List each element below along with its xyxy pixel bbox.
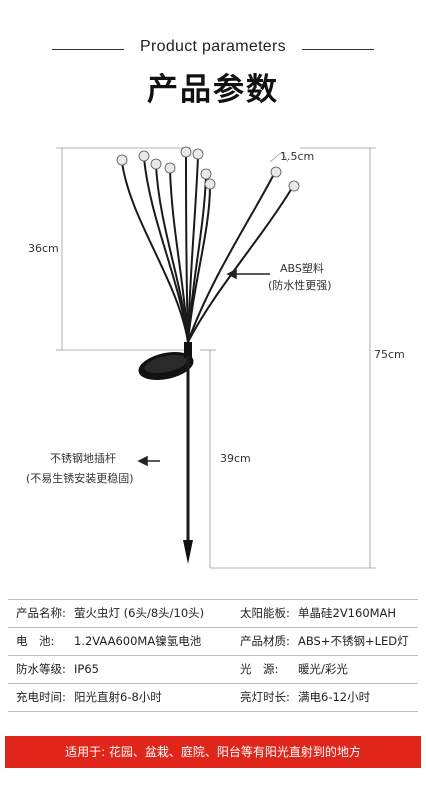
spec-value: 单晶硅2V160MAH bbox=[298, 606, 397, 620]
spec-key: 充电时间: bbox=[16, 690, 66, 704]
title-rule-right bbox=[302, 49, 374, 50]
spec-row: 防水等级: IP65 光 源: 暖光/彩光 bbox=[8, 656, 418, 684]
spec-key: 防水等级: bbox=[16, 662, 66, 676]
solar-panel bbox=[138, 352, 194, 380]
spec-value: IP65 bbox=[74, 662, 99, 676]
bulb-size-label: 1.5cm bbox=[280, 150, 315, 163]
spec-key: 电 池: bbox=[16, 634, 55, 648]
spec-row: 电 池: 1.2VAA600MA镍氢电池 产品材质: ABS+不锈钢+LED灯 bbox=[8, 628, 418, 656]
spec-key: 产品名称: bbox=[16, 606, 66, 620]
header: Product parameters 产品参数 bbox=[0, 0, 426, 110]
chinese-title: 产品参数 bbox=[147, 72, 279, 108]
stake-height-label: 39cm bbox=[220, 452, 251, 465]
spec-key: 太阳能板: bbox=[240, 606, 290, 620]
english-title: Product parameters bbox=[140, 38, 286, 55]
spec-row: 产品名称: 萤火虫灯 (6头/8头/10头) 太阳能板: 单晶硅2V160MAH bbox=[8, 599, 418, 628]
top-height-label: 36cm bbox=[28, 242, 59, 255]
spec-key: 产品材质: bbox=[240, 634, 290, 648]
spec-value: 满电6-12小时 bbox=[298, 690, 371, 704]
firefly-light-illustration bbox=[56, 146, 376, 569]
spec-table: 产品名称: 萤火虫灯 (6头/8头/10头) 太阳能板: 单晶硅2V160MAH 电… bbox=[8, 599, 418, 712]
stake-label: 不锈钢地插杆 bbox=[50, 452, 116, 465]
material-label: ABS塑料 bbox=[280, 262, 324, 275]
stake-note: (不易生锈安装更稳固) bbox=[26, 472, 134, 485]
spec-key: 亮灯时长: bbox=[240, 690, 290, 704]
product-diagram: 1.5cm 36cm 75cm 39cm ABS塑料 (防水性更强) 不锈钢地插… bbox=[0, 110, 426, 580]
ground-stake bbox=[183, 342, 193, 564]
led-bulbs bbox=[116, 146, 300, 192]
usage-banner: 适用于: 花园、盆栽、庭院、阳台等有阳光直射到的地方 bbox=[5, 736, 421, 768]
title-rule-left bbox=[52, 49, 124, 50]
firefly-stems bbox=[121, 153, 293, 343]
spec-value: ABS+不锈钢+LED灯 bbox=[298, 634, 409, 648]
total-height-label: 75cm bbox=[374, 348, 405, 361]
dimension-lines bbox=[56, 147, 376, 569]
spec-value: 暖光/彩光 bbox=[298, 662, 348, 676]
spec-value: 阳光直射6-8小时 bbox=[74, 690, 162, 704]
pointer-arrows bbox=[137, 268, 270, 467]
spec-row: 充电时间: 阳光直射6-8小时 亮灯时长: 满电6-12小时 bbox=[8, 684, 418, 712]
spec-value: 1.2VAA600MA镍氢电池 bbox=[74, 634, 202, 648]
spec-key: 光 源: bbox=[240, 662, 279, 676]
spec-value: 萤火虫灯 (6头/8头/10头) bbox=[74, 606, 205, 620]
material-note: (防水性更强) bbox=[268, 279, 332, 292]
